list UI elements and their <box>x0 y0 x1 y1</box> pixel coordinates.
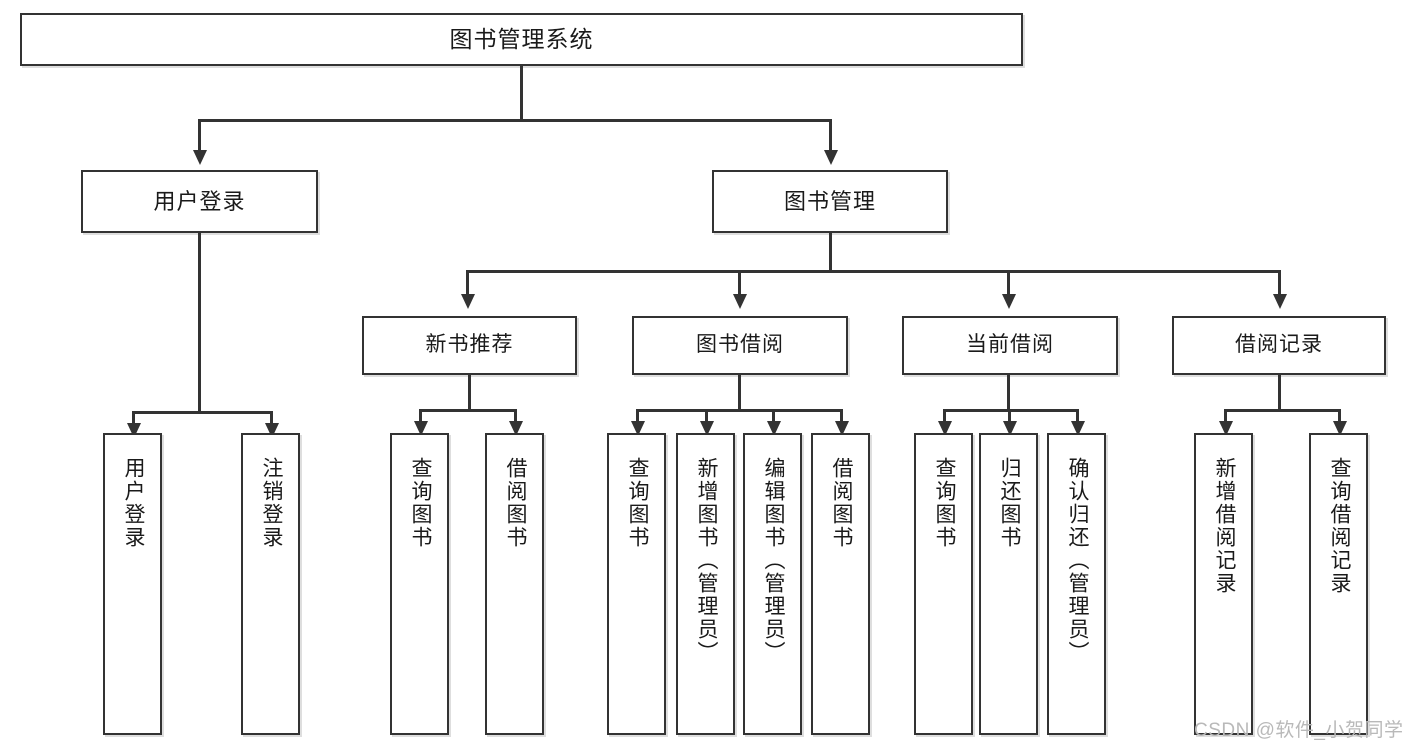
connector-root-to-user-login <box>198 119 201 153</box>
connector-book-mgmt-stem <box>829 233 832 272</box>
node-label: 借阅图书 <box>503 457 527 549</box>
node-label: 用户登录 <box>121 457 145 549</box>
connector-to-leaf-user-login <box>132 411 135 427</box>
leaf-user-login[interactable]: 用户登录 <box>103 433 162 735</box>
arrowhead-book-borrow-child-2 <box>699 421 714 436</box>
node-label: 用户登录 <box>153 188 246 214</box>
node-label: 归还图书 <box>997 457 1021 549</box>
node-label: 借阅记录 <box>1235 333 1323 357</box>
arrowhead-new-book-child-2 <box>508 421 523 436</box>
node-label: 查询图书 <box>932 457 956 549</box>
connector-borrow-record-child-1 <box>1224 409 1227 425</box>
connector-root-stem <box>520 66 523 119</box>
connector-root-bus <box>198 119 832 122</box>
connector-current-borrow-child-1 <box>943 409 946 425</box>
connector-to-leaf-logout <box>270 411 273 427</box>
leaf-book-add-admin[interactable]: 新增图书（管理员） <box>676 433 735 735</box>
arrowhead-current-borrow-child-3 <box>1070 421 1085 436</box>
arrowhead-book-borrow-child-3 <box>766 421 781 436</box>
arrowhead-current-borrow <box>1001 294 1016 309</box>
node-label: 图书借阅 <box>696 333 784 357</box>
arrowhead-new-book <box>460 294 475 309</box>
arrowhead-book-borrow-child-1 <box>630 421 645 436</box>
arrowhead-to-book-mgmt <box>823 150 838 165</box>
arrowhead-new-book-child-1 <box>413 421 428 436</box>
connector-borrow-record-child-2 <box>1338 409 1341 425</box>
arrowhead-book-borrow <box>732 294 747 309</box>
connector-to-book-borrow <box>738 270 741 298</box>
connector-book-borrow-bus <box>636 409 842 412</box>
node-label: 确认归还（管理员） <box>1065 457 1089 664</box>
arrowhead-borrow-record-child-1 <box>1218 421 1233 436</box>
connector-current-borrow-child-2 <box>1008 409 1011 425</box>
node-book-management[interactable]: 图书管理 <box>712 170 948 233</box>
node-user-login[interactable]: 用户登录 <box>81 170 318 233</box>
connector-to-new-book <box>466 270 469 298</box>
leaf-return-book[interactable]: 归还图书 <box>979 433 1038 735</box>
leaf-add-borrow-record[interactable]: 新增借阅记录 <box>1194 433 1253 735</box>
leaf-new-book-query[interactable]: 查询图书 <box>390 433 449 735</box>
node-label: 查询图书 <box>625 457 649 549</box>
connector-user-login-bus <box>132 411 272 414</box>
node-label: 借阅图书 <box>829 457 853 549</box>
node-label: 注销登录 <box>259 457 283 549</box>
connector-borrow-record-bus <box>1224 409 1340 412</box>
arrowhead-to-user-login <box>192 150 207 165</box>
connector-to-borrow-record <box>1278 270 1281 298</box>
connector-user-login-stem <box>198 233 201 413</box>
node-root-system[interactable]: 图书管理系统 <box>20 13 1023 66</box>
leaf-query-borrow-record[interactable]: 查询借阅记录 <box>1309 433 1368 735</box>
node-book-borrow[interactable]: 图书借阅 <box>632 316 848 375</box>
leaf-book-edit-admin[interactable]: 编辑图书（管理员） <box>743 433 802 735</box>
connector-new-book-bus <box>419 409 517 412</box>
leaf-current-borrow-query[interactable]: 查询图书 <box>914 433 973 735</box>
arrowhead-book-borrow-child-4 <box>834 421 849 436</box>
connector-book-borrow-child-1 <box>636 409 639 425</box>
leaf-new-book-borrow[interactable]: 借阅图书 <box>485 433 544 735</box>
arrowhead-borrow-record <box>1272 294 1287 309</box>
node-new-book-recommend[interactable]: 新书推荐 <box>362 316 577 375</box>
connector-book-borrow-child-2 <box>705 409 708 425</box>
arrowhead-current-borrow-child-2 <box>1002 421 1017 436</box>
connector-book-borrow-stem <box>738 375 741 411</box>
connector-book-borrow-child-3 <box>772 409 775 425</box>
connector-borrow-record-stem <box>1278 375 1281 411</box>
arrowhead-borrow-record-child-2 <box>1332 421 1347 436</box>
node-label: 新增图书（管理员） <box>694 457 718 664</box>
leaf-book-borrow-action[interactable]: 借阅图书 <box>811 433 870 735</box>
connector-new-book-child-1 <box>419 409 422 425</box>
connector-book-borrow-child-4 <box>840 409 843 425</box>
connector-root-to-book-mgmt <box>829 119 832 153</box>
connector-new-book-child-2 <box>514 409 517 425</box>
connector-book-mgmt-bus <box>466 270 1280 273</box>
node-borrow-record[interactable]: 借阅记录 <box>1172 316 1386 375</box>
node-label: 新书推荐 <box>425 333 514 357</box>
connector-current-borrow-stem <box>1007 375 1010 411</box>
node-label: 查询借阅记录 <box>1327 457 1351 595</box>
node-label: 新增借阅记录 <box>1212 457 1236 595</box>
node-label: 图书管理系统 <box>449 26 594 53</box>
leaf-confirm-return-admin[interactable]: 确认归还（管理员） <box>1047 433 1106 735</box>
connector-to-current-borrow <box>1007 270 1010 298</box>
arrowhead-current-borrow-child-1 <box>937 421 952 436</box>
node-label: 查询图书 <box>408 457 432 549</box>
node-current-borrow[interactable]: 当前借阅 <box>902 316 1118 375</box>
leaf-book-borrow-query[interactable]: 查询图书 <box>607 433 666 735</box>
node-label: 编辑图书（管理员） <box>761 457 785 664</box>
node-label: 当前借阅 <box>966 333 1054 357</box>
leaf-logout[interactable]: 注销登录 <box>241 433 300 735</box>
connector-current-borrow-child-3 <box>1076 409 1079 425</box>
node-label: 图书管理 <box>783 188 876 214</box>
connector-new-book-stem <box>468 375 471 411</box>
